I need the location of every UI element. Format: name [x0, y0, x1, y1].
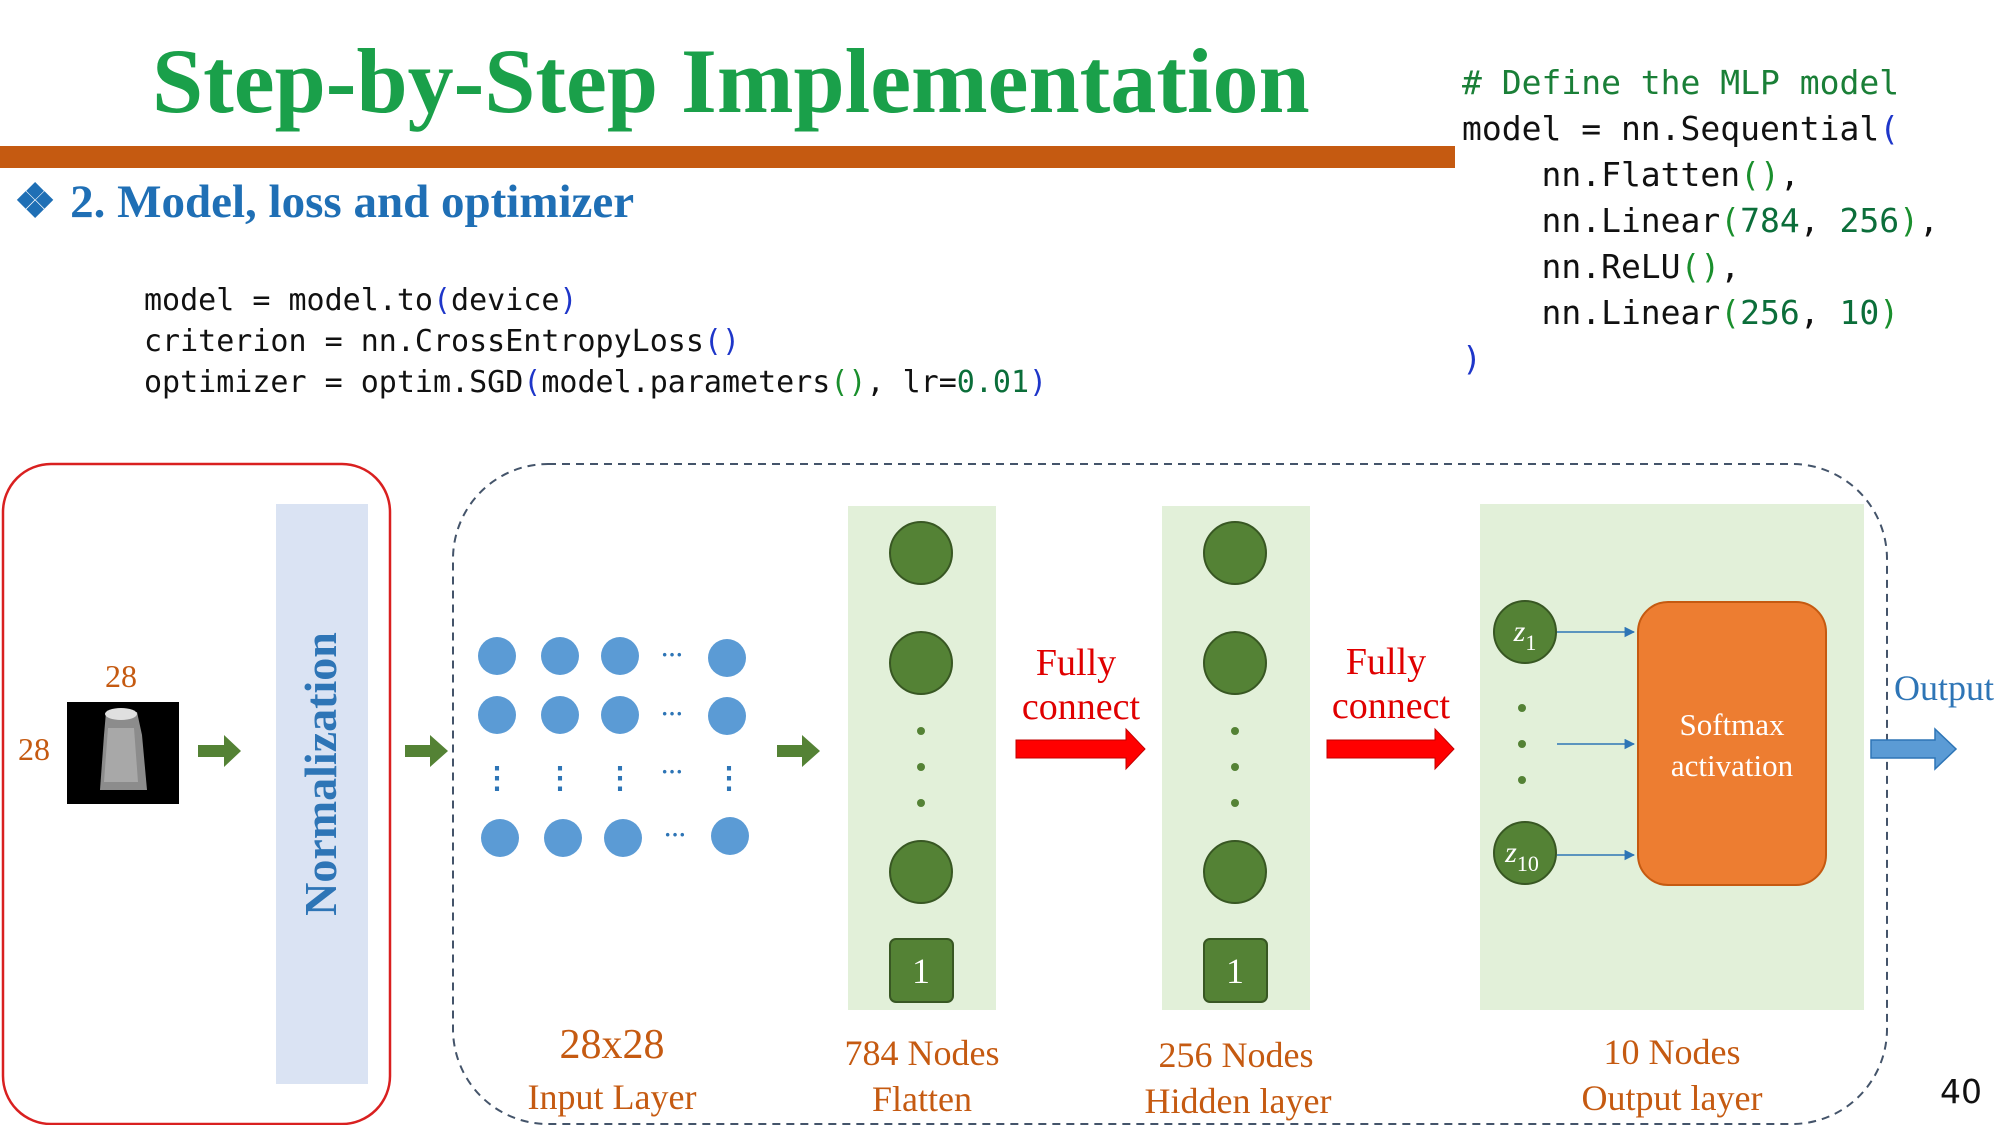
image-dim-top: 28: [105, 658, 137, 694]
input-size-label: 28x28: [560, 1022, 665, 1068]
grid-vdots-col-2: ⋮: [545, 762, 575, 795]
hidden-node: [1203, 840, 1267, 904]
input-pixel-grid: ··· ··· ··· ··· ⋮ ⋮ ⋮ ⋮: [478, 637, 749, 857]
code-line-3: optimizer = optim.SGD(model.parameters()…: [144, 365, 1048, 400]
code-block-setup: model = model.to(device) criterion = nn.…: [144, 280, 1047, 403]
grid-vdots-col-4: ⋮: [714, 762, 744, 795]
hidden-node: [1203, 631, 1267, 695]
flatten-bias-label: 1: [912, 951, 930, 991]
hidden-vdot: [1231, 763, 1239, 771]
code-comment: # Define the MLP model: [1462, 63, 1900, 102]
output-nodes-label: 10 Nodes: [1604, 1032, 1741, 1072]
grid-ellipsis-row-4: ···: [664, 822, 686, 847]
output-node-z10: [1493, 821, 1557, 885]
flatten-vdot: [917, 727, 925, 735]
output-vdot: [1518, 776, 1526, 784]
normalization-block: [276, 504, 368, 1084]
hidden-layer-panel: [1162, 506, 1310, 1010]
flatten-node: [889, 631, 953, 695]
arrow-icon-input-to-flatten: [777, 735, 820, 767]
hidden-bias-label: 1: [1226, 951, 1244, 991]
output-vdot: [1518, 740, 1526, 748]
hidden-bias-box: [1203, 938, 1268, 1003]
code-line-linear-1: nn.Linear(784, 256),: [1462, 201, 1939, 240]
network-panel: [452, 463, 1888, 1125]
flatten-layer-label: Flatten: [872, 1079, 972, 1119]
output-node-z1: [1493, 600, 1557, 664]
grid-vdots-col-1: ⋮: [482, 762, 512, 795]
fully-connect-1-line2: connect: [1022, 686, 1141, 728]
section-heading-text: 2. Model, loss and optimizer: [70, 176, 635, 228]
output-vdot: [1518, 704, 1526, 712]
fully-connect-2-line2: connect: [1332, 685, 1451, 727]
hidden-vdot: [1231, 727, 1239, 735]
section-heading: ❖2. Model, loss and optimizer: [14, 174, 634, 229]
grid-ellipsis-row-1: ···: [661, 642, 683, 667]
flatten-node: [889, 521, 953, 585]
flatten-node: [889, 840, 953, 904]
slide-number: 40: [1940, 1072, 1982, 1111]
output-label: Output: [1894, 668, 1994, 708]
code-line-flatten: nn.Flatten(),: [1462, 155, 1800, 194]
softmax-label-line1: Softmax: [1679, 707, 1785, 742]
image-dim-left: 28: [18, 731, 50, 767]
hidden-layer-label: Hidden layer: [1145, 1081, 1332, 1121]
slide-title: Step-by-Step Implementation: [152, 30, 1310, 132]
softmax-label-line2: activation: [1671, 748, 1794, 783]
diamond-bullet-icon: ❖: [14, 176, 57, 228]
flatten-bias-box: [889, 938, 954, 1003]
code-block-model-definition: # Define the MLP model model = nn.Sequen…: [1462, 60, 1939, 382]
normalization-label: Normalization: [295, 632, 346, 916]
fully-connect-2-arrow-icon: [1326, 727, 1455, 771]
fully-connect-2-line1: Fully: [1346, 641, 1426, 683]
code-line-2: criterion = nn.CrossEntropyLoss(): [144, 324, 741, 359]
flatten-vdot: [917, 799, 925, 807]
input-image-thumbnail: [67, 702, 179, 804]
arrow-icon-image-to-norm: [198, 735, 241, 767]
grid-vdots-col-3: ⋮: [605, 762, 635, 795]
fully-connect-1-arrow-icon: [1015, 727, 1146, 771]
output-layer-label: Output layer: [1582, 1078, 1763, 1118]
flatten-nodes-label: 784 Nodes: [845, 1033, 1000, 1073]
flatten-layer-panel: [848, 506, 996, 1010]
title-underline-bar: [0, 146, 1455, 168]
code-line-1: model = model.to(device): [144, 283, 578, 318]
output-arrow-icon: [1870, 727, 1958, 771]
input-layer-label: Input Layer: [528, 1077, 697, 1117]
preprocessing-panel: [1, 462, 392, 1125]
hidden-nodes-label: 256 Nodes: [1159, 1035, 1314, 1075]
grid-ellipsis-row-3: ···: [661, 759, 683, 784]
hidden-node: [1203, 521, 1267, 585]
flatten-vdot: [917, 763, 925, 771]
grid-ellipsis-row-2: ···: [661, 701, 683, 726]
code-line-linear-2: nn.Linear(256, 10): [1462, 293, 1900, 332]
output-node-z1-label: z1: [1513, 615, 1537, 655]
fully-connect-1-line1: Fully: [1036, 642, 1116, 684]
code-line-sequential: model = nn.Sequential(: [1462, 109, 1900, 148]
hidden-vdot: [1231, 799, 1239, 807]
arrow-icon-norm-to-input: [405, 735, 448, 767]
code-line-relu: nn.ReLU(),: [1462, 247, 1741, 286]
output-node-z10-label: z10: [1504, 836, 1539, 876]
code-line-close: ): [1462, 339, 1482, 378]
softmax-block: [1637, 601, 1827, 886]
